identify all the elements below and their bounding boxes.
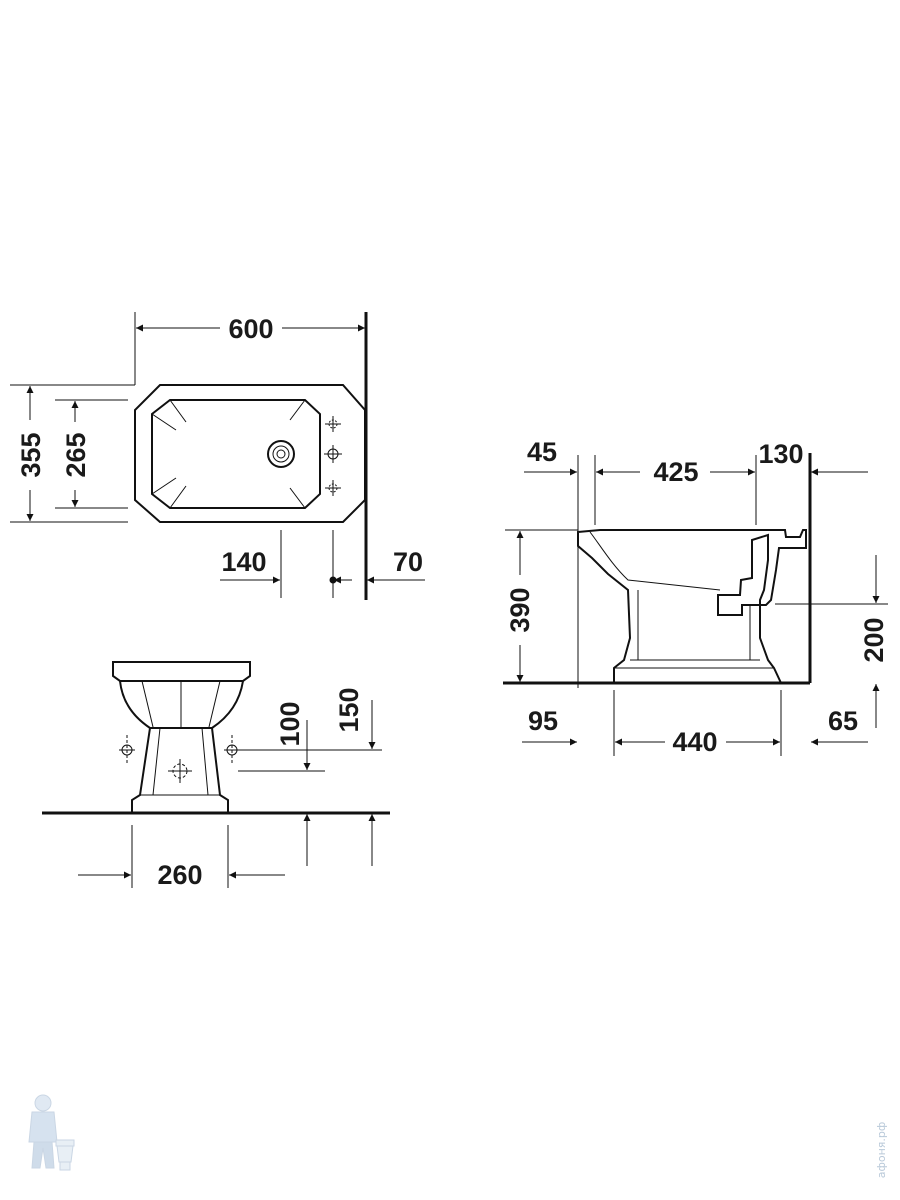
dim-130-label: 130: [758, 439, 803, 469]
dim-390-label: 390: [505, 587, 535, 632]
side-bowl-inner: [590, 532, 720, 590]
watermark-text: афоня.рф: [875, 1122, 888, 1179]
waste-outlet-icon: [168, 759, 192, 783]
side-profile-outer: [578, 530, 806, 683]
front-bowl-facets: [142, 681, 220, 727]
side-view: 45 425 130 390 200 95 440 65: [503, 437, 889, 757]
fixing-hole-right-icon: [224, 735, 240, 765]
dim-95-label: 95: [528, 706, 558, 736]
front-pedestal: [132, 728, 228, 813]
dim-150-label: 150: [334, 687, 364, 732]
dim-425-label: 425: [653, 457, 698, 487]
dim-70-label: 70: [393, 547, 423, 577]
front-pedestal-facets: [140, 728, 220, 795]
drain-icon: [268, 441, 294, 467]
dim-355-label: 355: [16, 432, 46, 477]
dim-440-label: 440: [672, 727, 717, 757]
dim-200-label: 200: [859, 617, 889, 662]
front-rim: [113, 662, 250, 681]
fixing-hole-left-icon: [119, 735, 135, 765]
tap-hole-icon: [324, 445, 342, 463]
dim-600-label: 600: [228, 314, 273, 344]
bowl-ribs: [152, 400, 305, 508]
dim-140-label: 140: [221, 547, 266, 577]
dim-100-label: 100: [275, 701, 305, 746]
front-bowl: [120, 681, 243, 728]
bidet-outline: [135, 385, 365, 522]
dim-45-label: 45: [527, 437, 557, 467]
dim-65-label: 65: [828, 706, 858, 736]
tap-hole-top-icon: [325, 416, 341, 432]
plumber-mascot-icon: [29, 1095, 74, 1170]
tap-hole-bottom-icon: [325, 480, 341, 496]
dim-260-label: 260: [157, 860, 202, 890]
top-view: 600 355 265 140 70: [10, 312, 425, 600]
dim-265-label: 265: [61, 432, 91, 477]
side-pedestal-lines: [614, 590, 774, 668]
front-view: 100 150 260: [42, 662, 390, 890]
